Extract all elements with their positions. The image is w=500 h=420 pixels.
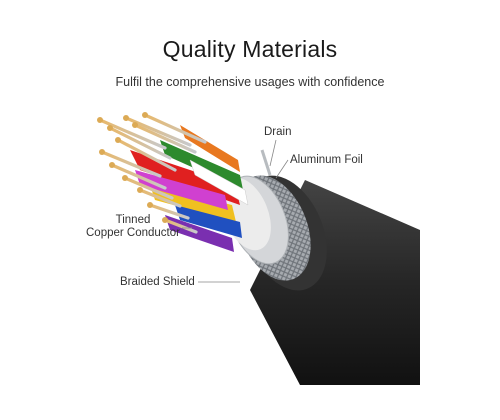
callout-tinned-line1: Tinned	[115, 214, 151, 226]
callout-leader-lines	[182, 139, 289, 283]
page-title: Quality Materials	[162, 36, 338, 62]
conductor-tips	[97, 112, 168, 223]
callout-braided-shield: Braided Shield	[120, 276, 195, 288]
callout-drain: Drain	[264, 126, 292, 138]
tinned-copper-conductors	[98, 113, 207, 234]
insulated-wire-bundle	[130, 125, 271, 252]
drain-wire	[260, 149, 272, 176]
callout-tinned-line2: Copper Conductor	[86, 227, 180, 239]
callout-tinned-copper-conductor: Tinned Copper Conductor	[86, 214, 180, 240]
callout-aluminum-foil: Aluminum Foil	[290, 154, 363, 166]
page-subtitle: Fulfil the comprehensive usages with con…	[115, 75, 385, 89]
